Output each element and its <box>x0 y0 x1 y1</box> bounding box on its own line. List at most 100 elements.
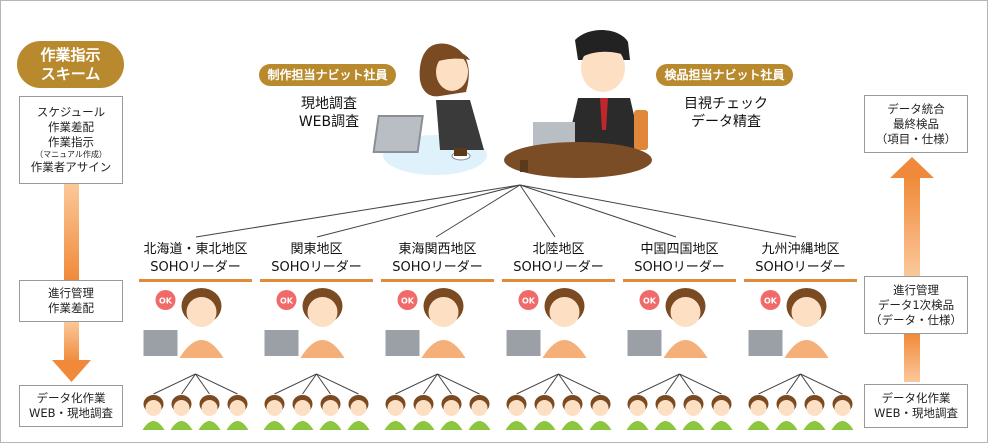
region-illustration-2: OK <box>384 288 491 430</box>
scheme-pill: 作業指示 スキーム <box>17 41 124 88</box>
connector-lines <box>195 184 797 238</box>
worker-icon <box>440 395 463 430</box>
worker-icon <box>226 395 249 430</box>
worker-icon <box>626 395 649 430</box>
ok-bubble-text: OK <box>159 297 173 306</box>
left-mid-line-1: 進行管理 <box>48 286 94 300</box>
region-name: 北陸地区 <box>532 242 585 257</box>
scheme-line-1: 作業指示 <box>40 45 101 64</box>
right-mid-line-3: （データ・仕様） <box>870 312 962 327</box>
worker-connector <box>153 373 196 395</box>
worker-connector <box>800 373 843 395</box>
ok-bubble-icon <box>518 290 539 310</box>
left-mid-box: 進行管理 作業差配 <box>19 280 123 322</box>
right-top-box: データ統合 最終検品 （項目・仕様） <box>864 95 968 153</box>
leader-face <box>791 297 822 327</box>
laptop-icon <box>385 330 420 356</box>
worker-connector <box>195 373 210 395</box>
worker-connector <box>395 373 438 395</box>
worker-icon <box>170 395 193 430</box>
staff-left-task-1: 現地調査 <box>301 96 357 112</box>
region-leader: SOHOリーダー <box>634 260 725 275</box>
worker-icon <box>561 395 584 430</box>
right-bottom-line-1: データ化作業 <box>881 391 951 405</box>
leader-body <box>663 340 708 358</box>
region-leader: SOHOリーダー <box>271 260 362 275</box>
region-leader: SOHOリーダー <box>755 260 846 275</box>
worker-connector <box>679 373 722 395</box>
left-top-line-2: 作業差配 <box>48 120 94 134</box>
worker-icon <box>747 395 770 430</box>
left-top-line-4: （マニュアル作成） <box>35 150 107 159</box>
worker-icon <box>831 395 854 430</box>
worker-connector <box>679 373 694 395</box>
region-name: 北海道・東北地区 <box>143 242 248 257</box>
laptop-icon <box>264 330 299 356</box>
worker-connector <box>558 373 601 395</box>
worker-connector <box>316 373 331 395</box>
staff-left-tasks: 現地調査 WEB調査 <box>279 95 379 131</box>
ok-bubble-icon <box>397 290 418 310</box>
worker-icon <box>468 395 491 430</box>
laptop-icon <box>143 330 178 356</box>
worker-connector <box>558 373 573 395</box>
left-flow-arrow <box>52 184 91 382</box>
left-mid-line-2: 作業差配 <box>48 301 94 315</box>
right-flow-arrow <box>890 157 934 382</box>
ok-bubble-icon <box>760 290 781 310</box>
worker-connector <box>665 373 680 395</box>
worker-icon <box>533 395 556 430</box>
region-underline <box>623 279 736 282</box>
female-staff-illustration <box>372 43 487 175</box>
leader-face <box>670 297 701 327</box>
right-bottom-box: データ化作業 WEB・現地調査 <box>864 384 968 428</box>
right-mid-line-1: 進行管理 <box>893 282 939 297</box>
worker-icon <box>198 395 221 430</box>
ok-bubble-text: OK <box>522 297 536 306</box>
staff-right-tasks: 目視チェック データ精査 <box>672 95 780 131</box>
ok-bubble-text: OK <box>764 297 778 306</box>
worker-connector <box>437 373 452 395</box>
worker-connector <box>437 373 480 395</box>
worker-icon <box>412 395 435 430</box>
right-bottom-line-2: WEB・現地調査 <box>873 406 959 420</box>
ok-bubble-text: OK <box>280 297 294 306</box>
region-illustration-0: OK <box>142 288 249 430</box>
laptop-icon <box>506 330 541 356</box>
right-top-line-2: 最終検品 <box>893 116 939 131</box>
right-mid-box: 進行管理 データ1次検品 （データ・仕様） <box>864 276 968 334</box>
left-top-line-5: 作業者アサイン <box>30 160 112 174</box>
leader-body <box>421 340 466 358</box>
worker-connector <box>195 373 238 395</box>
worker-icon <box>263 395 286 430</box>
worker-icon <box>505 395 528 430</box>
ok-bubble-icon <box>639 290 660 310</box>
worker-connector <box>274 373 317 395</box>
worker-icon <box>319 395 342 430</box>
region-1: 関東地区 SOHOリーダー <box>260 241 373 282</box>
ok-bubble-text: OK <box>643 297 657 306</box>
worker-connector <box>544 373 559 395</box>
worker-connector <box>302 373 317 395</box>
worker-icon <box>710 395 733 430</box>
region-name: 関東地区 <box>290 242 343 257</box>
right-top-line-1: データ統合 <box>887 101 945 116</box>
staff-left-role: 制作担当ナビット社員 <box>259 64 396 86</box>
staff-right-task-2: データ精査 <box>691 114 761 130</box>
region-leader: SOHOリーダー <box>392 260 483 275</box>
scheme-line-2: スキーム <box>40 64 101 83</box>
leader-face <box>428 297 459 327</box>
worker-icon <box>347 395 370 430</box>
leader-body <box>179 340 224 358</box>
ok-bubble-icon <box>276 290 297 310</box>
left-bottom-box: データ化作業 WEB・現地調査 <box>19 385 123 427</box>
leader-body <box>542 340 587 358</box>
worker-icon <box>775 395 798 430</box>
region-illustrations: OK OK OK OK OK OK <box>142 288 854 430</box>
region-illustration-1: OK <box>263 288 370 430</box>
worker-connector <box>786 373 801 395</box>
worker-icon <box>803 395 826 430</box>
